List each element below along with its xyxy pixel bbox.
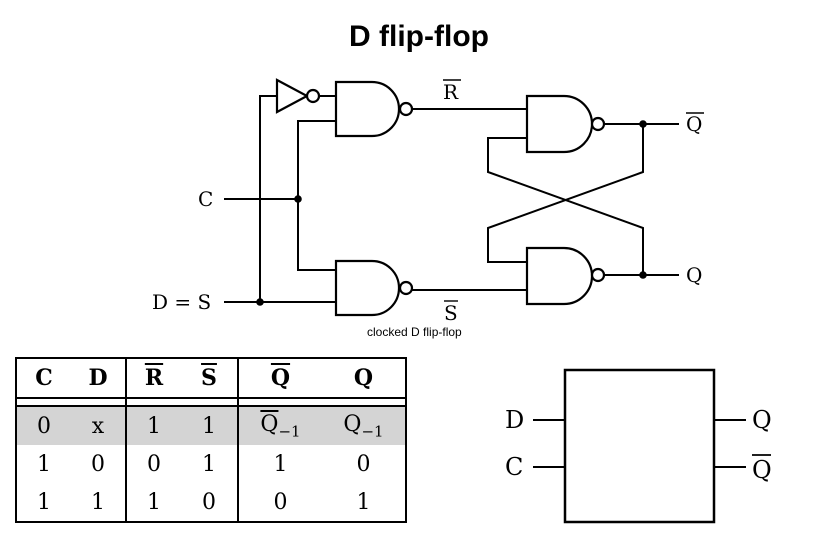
inverter-bubble — [305, 88, 321, 104]
header-q-bar: Q — [237, 357, 322, 399]
label-q: Q — [686, 263, 702, 287]
header-q: Q — [322, 357, 407, 399]
nand-gate-r — [334, 80, 401, 138]
cell-q-bar-sub: −1 — [278, 422, 301, 441]
cell-c: 1 — [15, 483, 71, 523]
cell-s: 1 — [181, 406, 239, 445]
label-q-bar: Q — [686, 112, 702, 136]
cell-c: 0 — [15, 406, 71, 445]
nand-q-bubble — [590, 267, 606, 283]
nand-gate-s — [334, 259, 401, 317]
nand-gate-q-bar — [525, 94, 594, 154]
label-r-bar: R — [443, 80, 459, 104]
wire-c-down — [297, 199, 336, 271]
block-label-q: Q — [752, 406, 772, 434]
cell-s: 0 — [181, 483, 239, 523]
cell-q-bar: Q−1 — [237, 406, 322, 445]
table-row: 0 x 1 1 Q−1 Q−1 — [15, 406, 407, 445]
header-separator — [15, 398, 407, 407]
circuit-caption: clocked D flip-flop — [367, 325, 462, 339]
header-d: D — [71, 357, 127, 399]
table-row: 1 1 1 0 0 1 — [15, 483, 407, 523]
wire-c-up — [297, 120, 336, 199]
nand-s-bubble — [398, 280, 414, 296]
flip-flop-block — [563, 368, 716, 524]
nand-gate-q — [525, 246, 594, 306]
block-label-d: D — [505, 406, 524, 434]
cell-s: 1 — [181, 445, 239, 483]
label-s-bar: S — [444, 301, 458, 325]
inverter-gate — [275, 78, 310, 114]
cell-d: 0 — [71, 445, 127, 483]
cell-q: 1 — [322, 483, 407, 523]
header-r-bar: R — [126, 357, 181, 399]
block-label-c: C — [505, 453, 523, 481]
table-row: 1 0 0 1 1 0 — [15, 445, 407, 483]
header-s-bar: S — [181, 357, 239, 399]
wire-feedback-q-bar — [487, 124, 644, 263]
truth-table-header: C D R S Q Q — [15, 357, 407, 399]
label-c: C — [198, 187, 213, 211]
cell-r: 0 — [147, 451, 161, 477]
cell-q-main: Q — [343, 411, 362, 437]
cell-q-bar-main: Q — [260, 411, 279, 437]
wire-d-to-inverter — [259, 95, 277, 302]
cell-q: 0 — [322, 445, 407, 483]
cell-q-sub: −1 — [361, 422, 384, 441]
nand-r-bubble — [398, 101, 414, 117]
truth-table: C D R S Q Q 0 x 1 1 Q−1 Q−1 1 0 0 1 1 0 — [15, 357, 407, 523]
cell-c: 1 — [15, 445, 71, 483]
header-c: C — [15, 357, 71, 399]
nand-q-bar-bubble — [590, 116, 606, 132]
cell-d: x — [71, 406, 127, 445]
cell-r: 1 — [126, 483, 181, 523]
diagram-title: D flip-flop — [349, 20, 489, 53]
cell-r: 1 — [126, 406, 181, 445]
cell-d: 1 — [71, 483, 127, 523]
block-label-q-bar: Q — [752, 456, 772, 484]
label-d-equals-s: D = S — [152, 290, 211, 314]
wire-feedback-q — [487, 137, 644, 275]
cell-q-bar: 0 — [237, 483, 322, 523]
cell-q-bar: 1 — [237, 445, 322, 483]
cell-q: Q−1 — [322, 406, 407, 445]
